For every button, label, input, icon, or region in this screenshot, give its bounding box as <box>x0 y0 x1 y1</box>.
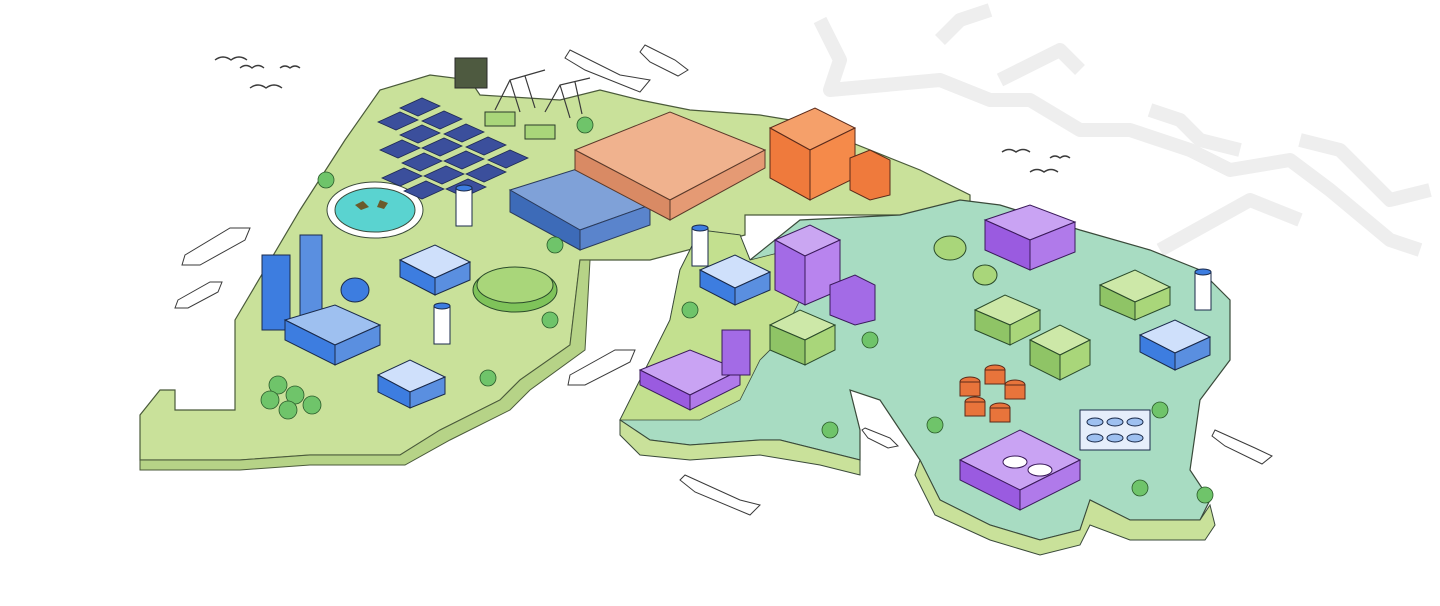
ship-icon <box>679 474 761 516</box>
tank-icon <box>959 376 981 397</box>
trucks <box>484 111 556 140</box>
left-island <box>139 74 971 471</box>
tree-icon <box>541 311 559 329</box>
tank-icon <box>1004 379 1026 400</box>
purple-chemical-block <box>773 224 876 326</box>
green-clarifier <box>472 266 558 313</box>
tree-icon <box>278 400 298 420</box>
purple-factory-lower <box>638 329 751 411</box>
background-map-outline <box>813 3 1432 257</box>
bird-icon <box>249 84 283 89</box>
tree-icon <box>861 331 879 349</box>
cooling-tower-icon <box>691 224 709 267</box>
tree-icon <box>260 390 280 410</box>
tree-icon <box>926 416 944 434</box>
bird-icon <box>239 64 265 69</box>
pool-park <box>326 181 424 239</box>
truck-icon <box>524 124 556 140</box>
purple-server-building <box>983 204 1077 271</box>
solar-field <box>377 97 529 200</box>
blue-tank-grid <box>1079 409 1151 451</box>
cooling-tower-icon <box>455 184 473 227</box>
tree-icon <box>317 171 335 189</box>
cooling-tower-icon <box>433 302 451 345</box>
generator-buildings <box>376 244 1212 409</box>
truck-icon <box>484 111 516 127</box>
ship-icon <box>861 427 900 449</box>
tree-icon <box>1151 401 1169 419</box>
ship-icon <box>564 49 651 93</box>
crane-icon <box>494 69 591 119</box>
solar-panel-icon <box>377 97 529 200</box>
factory-orange <box>768 107 891 201</box>
cooling-towers <box>433 184 1212 345</box>
tree-icon <box>302 395 322 415</box>
data-center-orange <box>573 111 767 221</box>
tree-icon <box>681 301 699 319</box>
ship-icon <box>1211 429 1273 465</box>
building-icon <box>698 254 772 306</box>
ship-icon <box>639 44 689 77</box>
building-icon <box>376 359 447 409</box>
tree-icon <box>1131 479 1149 497</box>
tree-icon <box>1196 486 1214 504</box>
port-cranes <box>494 69 591 119</box>
bird-icon <box>1001 148 1031 153</box>
bird-icon <box>1029 168 1059 173</box>
cooling-tower-icon <box>1194 268 1212 311</box>
tree-icon <box>821 421 839 439</box>
purple-tank-farm <box>958 429 1082 511</box>
trees <box>260 116 1214 504</box>
tree-icon <box>479 369 497 387</box>
tree-icon <box>546 236 564 254</box>
container-stack <box>454 57 488 89</box>
tank-icon <box>989 402 1011 423</box>
bird-icon <box>214 56 248 61</box>
tank-icon <box>984 364 1006 385</box>
ship-icon <box>181 227 251 266</box>
green-plants <box>768 235 1172 381</box>
birds <box>214 56 1071 173</box>
building-icon <box>398 244 472 296</box>
power-plant-left <box>261 234 382 366</box>
bird-icon <box>1049 155 1071 159</box>
tree-icon <box>576 116 594 134</box>
bird-icon <box>279 65 301 69</box>
ship-icon <box>567 349 636 386</box>
building-icon <box>1138 319 1212 371</box>
ship-icon <box>174 281 223 309</box>
orange-tank-group <box>959 364 1026 423</box>
tank-icon <box>964 396 986 417</box>
tree-icon <box>268 375 288 395</box>
ships <box>174 44 1273 516</box>
